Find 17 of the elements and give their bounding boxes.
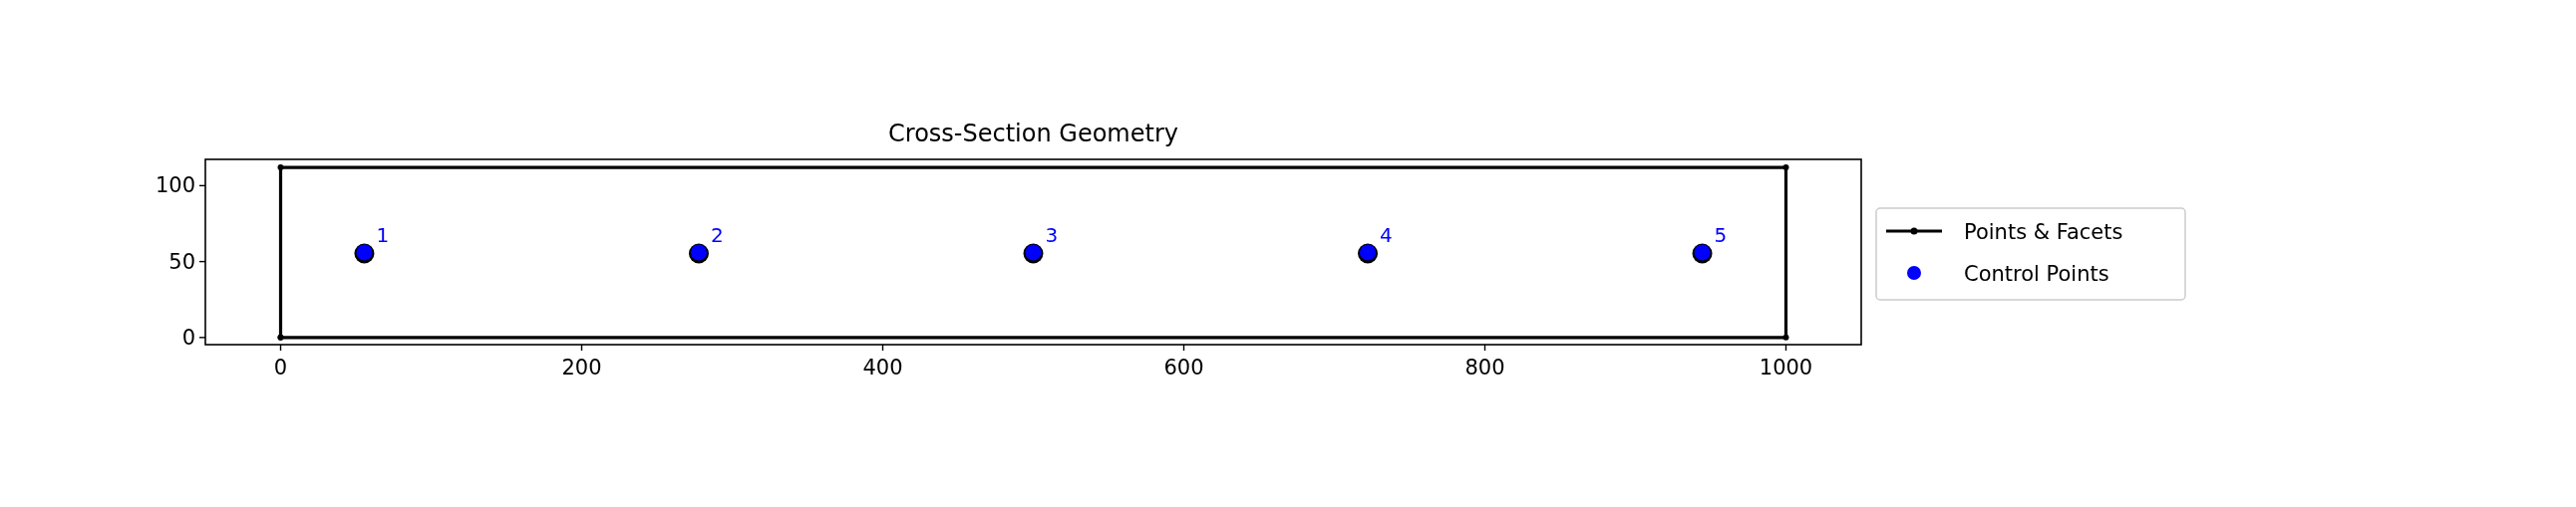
tick-label: 0 <box>181 325 195 350</box>
tick-label: 1000 <box>1759 356 1813 380</box>
point-number: 2 <box>711 223 724 248</box>
chart-title: Cross-Section Geometry <box>888 120 1178 147</box>
tick-label: 50 <box>168 249 195 274</box>
tick-label: 800 <box>1464 356 1505 380</box>
point-number: 3 <box>1045 223 1059 248</box>
tick-label: 100 <box>155 173 195 198</box>
tick-label: 0 <box>273 356 288 380</box>
legend-label: Points & Facets <box>1964 220 2123 244</box>
point-number: 4 <box>1380 223 1393 248</box>
tick-label: 600 <box>1163 356 1204 380</box>
legend-label: Control Points <box>1964 262 2109 286</box>
point-number: 1 <box>376 223 390 248</box>
point-number: 5 <box>1714 223 1728 248</box>
tick-label: 400 <box>862 356 903 380</box>
tick-label: 200 <box>561 356 602 380</box>
